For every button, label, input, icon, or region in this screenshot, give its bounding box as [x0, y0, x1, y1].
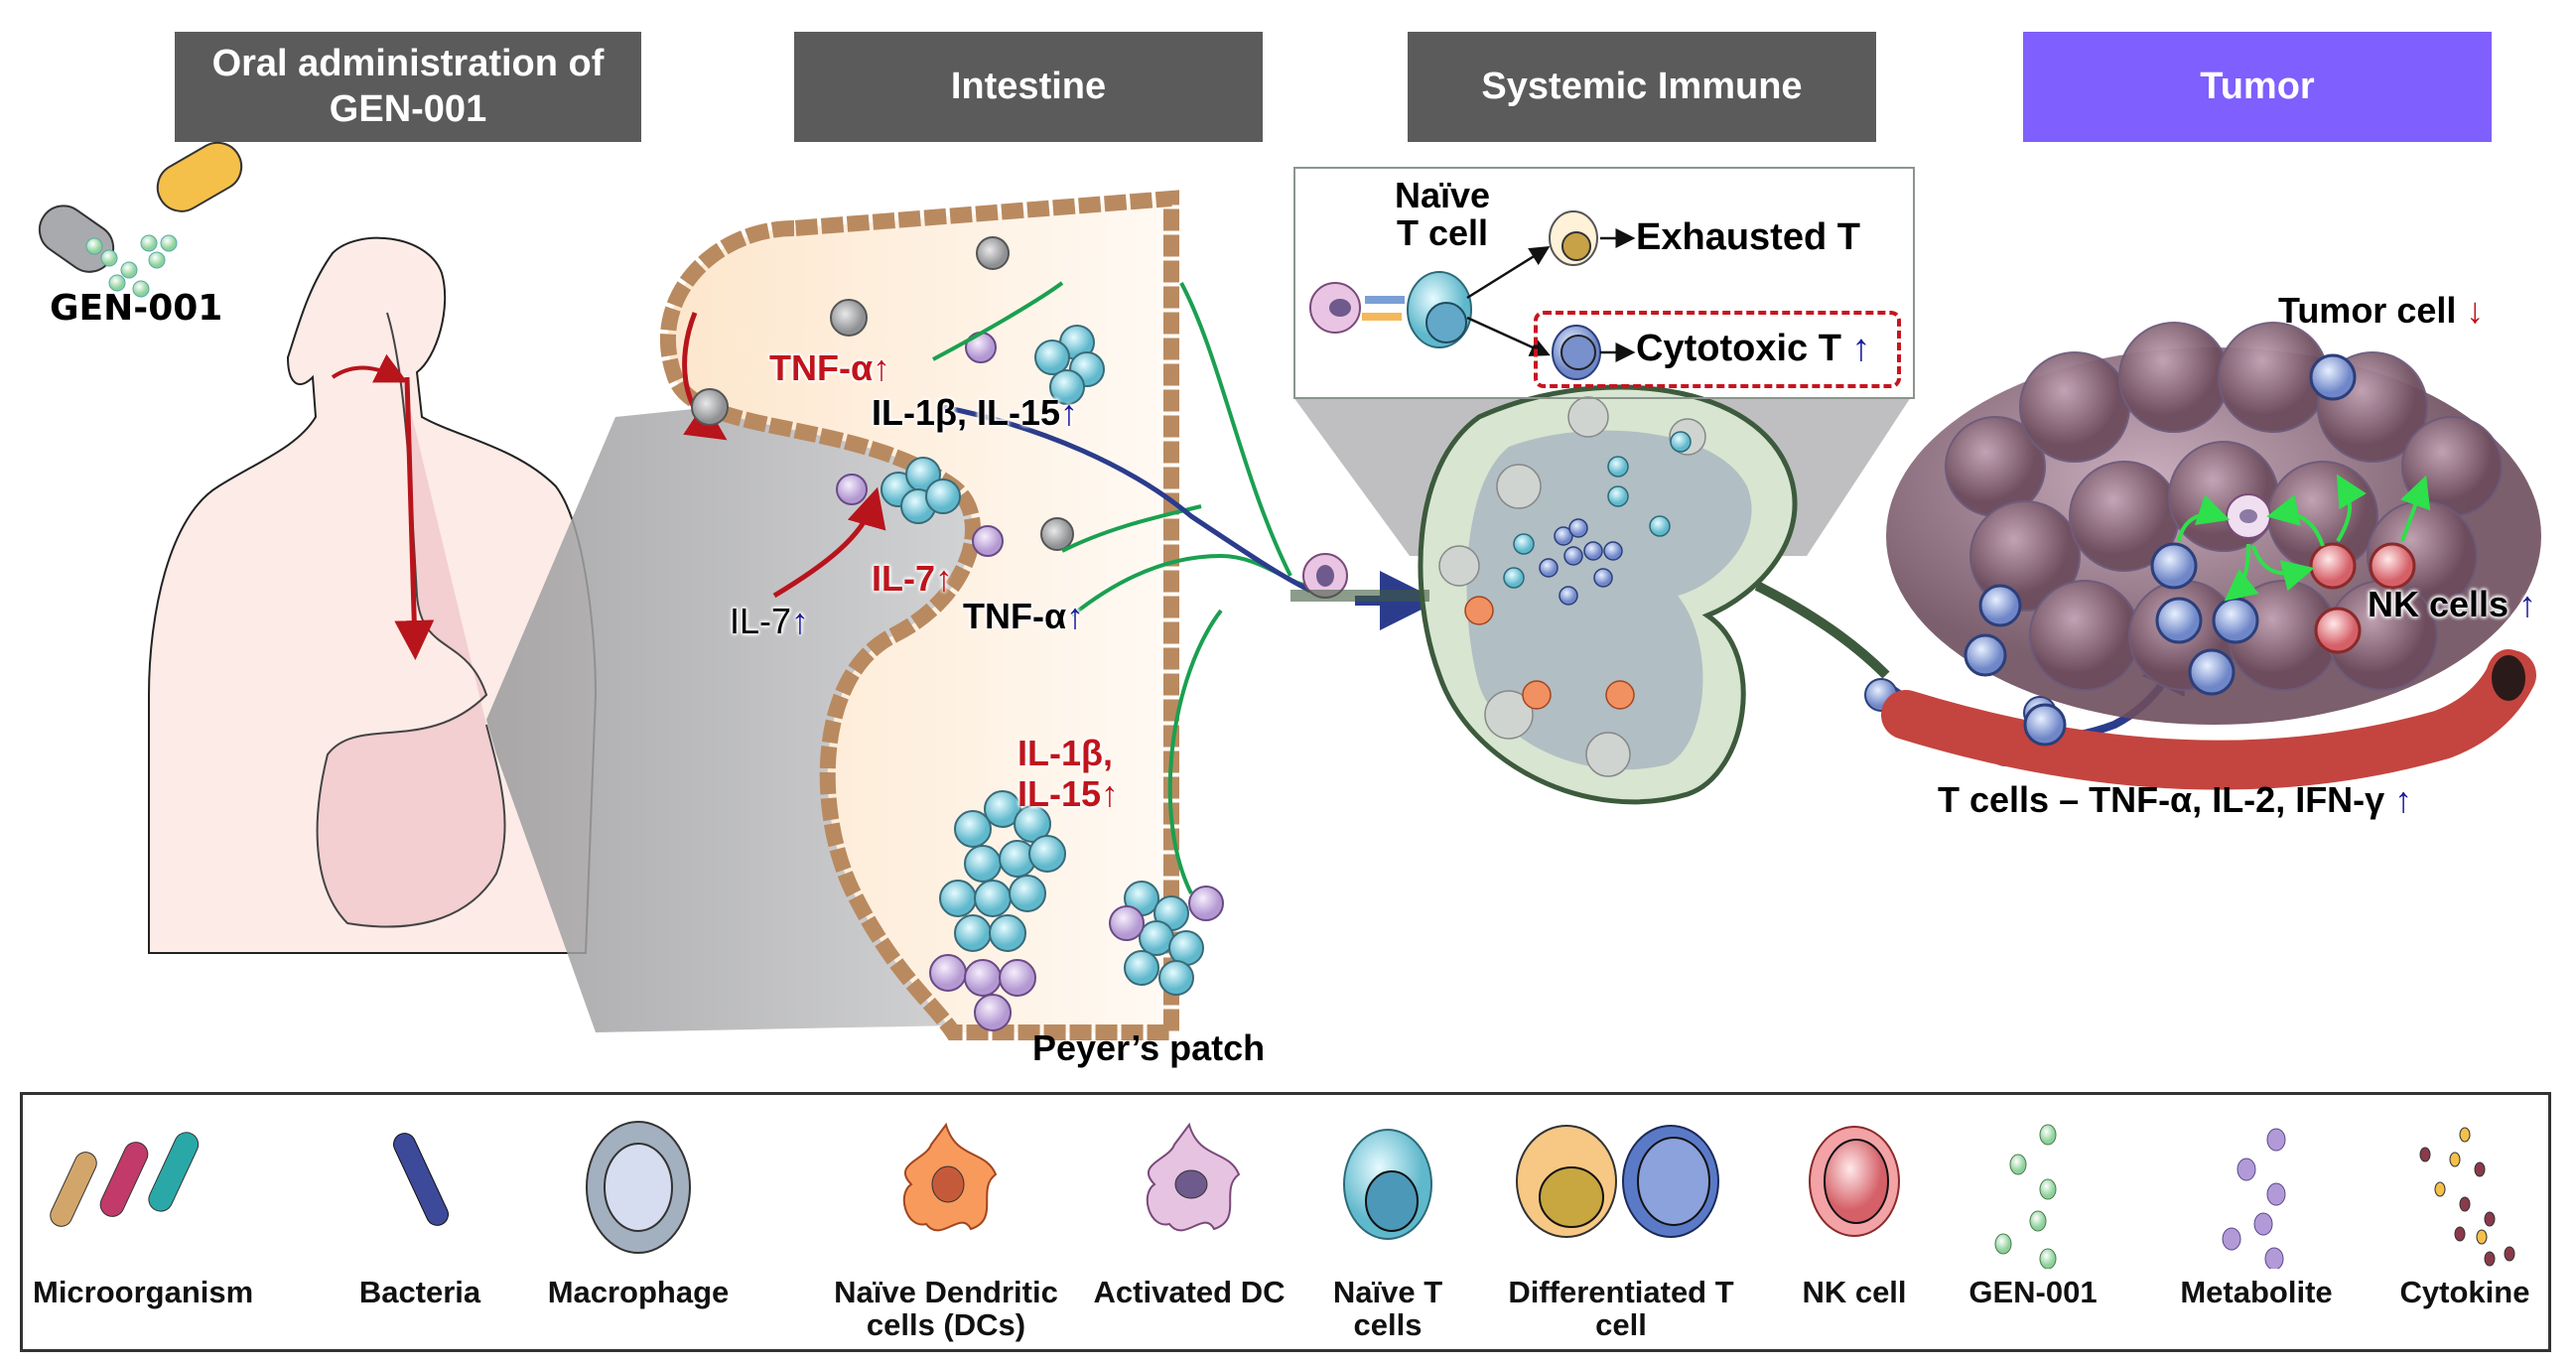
down-arrow-icon: ↓: [2466, 290, 2485, 331]
legend-item-naive-dc: Naïve Dendritic cells (DCs): [817, 1095, 1075, 1349]
tnf-alpha-systemic-label: TNF-α↑: [963, 596, 1084, 637]
pathway-illustration: [38, 141, 2541, 1040]
header-oral-administration: Oral administration of GEN-001: [175, 32, 641, 142]
up-arrow-icon: ↑: [1066, 596, 1085, 636]
gen-001-label: GEN-001: [50, 288, 223, 329]
legend-label: Macrophage: [547, 1275, 730, 1309]
legend-item-cytokine: Cytokine: [2380, 1095, 2549, 1349]
legend-label: Naïve Dendritic cells (DCs): [834, 1275, 1058, 1343]
legend-item-bacteria: Bacteria: [331, 1095, 509, 1349]
exhausted-t-label: Exhausted T: [1636, 216, 1860, 258]
legend-label: NK cell: [1802, 1275, 1907, 1309]
legend-item-metabolite: Metabolite: [2157, 1095, 2356, 1349]
il7-lumen-label: IL-7↑: [730, 601, 809, 642]
cytotoxic-text: Cytotoxic T: [1636, 328, 1841, 369]
immune-cell-cluster: [691, 236, 1224, 1031]
legend-label: Microorganism: [33, 1275, 254, 1309]
activated-dc-icon: [1146, 1122, 1241, 1232]
nk-cells-increase-label: NK cells ↑: [2368, 584, 2536, 625]
header-systemic-immune: Systemic Immune: [1408, 32, 1876, 142]
legend-label: Cytokine: [2399, 1275, 2530, 1309]
legend-panel: Microorganism Bacteria Macrophage Naïve …: [20, 1092, 2551, 1352]
lymph-node-icon: [1290, 384, 1890, 805]
legend-label: Metabolite: [2180, 1275, 2333, 1309]
legend-item-differentiated-t-cell: Differentiated T cell: [1492, 1095, 1750, 1349]
up-arrow-icon: ↑: [1101, 773, 1120, 815]
header-tumor-label: Tumor: [2200, 65, 2315, 107]
il1b-il15-label: IL-1β, IL-15↑: [872, 392, 1078, 434]
il15-red-text: IL-15: [1017, 773, 1102, 815]
human-body-icon: [148, 236, 598, 954]
tumor-cell-text: Tumor cell: [2278, 290, 2457, 331]
legend-item-gen-001: GEN-001: [1939, 1095, 2127, 1349]
tnf-alpha-text: TNF-α: [769, 347, 874, 388]
naive-t-cell-icon: [1343, 1129, 1432, 1240]
header-systemic-label: Systemic Immune: [1481, 65, 1803, 107]
up-arrow-icon: ↑: [1060, 392, 1079, 433]
legend-item-microorganism: Microorganism: [33, 1095, 254, 1349]
legend-item-macrophage: Macrophage: [519, 1095, 757, 1349]
il7-text: IL-7: [872, 558, 936, 599]
tnf-alpha-increase-label: TNF-α↑: [769, 347, 890, 389]
legend-item-nk-cell: NK cell: [1775, 1095, 1934, 1349]
macrophage-icon: [586, 1121, 691, 1254]
cytokine-icon: [2419, 1127, 2515, 1267]
nk-cell-icon: [1809, 1126, 1900, 1237]
legend-label: Bacteria: [358, 1275, 481, 1309]
microorganism-icon: [50, 1132, 200, 1227]
peyers-patch-label: Peyer’s patch: [1032, 1027, 1266, 1068]
up-arrow-icon: ↑: [873, 347, 891, 388]
tnf-alpha-black-text: TNF-α: [963, 596, 1067, 636]
capsule-icon: [38, 141, 243, 298]
nk-cells-text: NK cells: [2368, 584, 2509, 624]
legend-label: GEN-001: [1968, 1275, 2098, 1309]
activated-dc-migrating: [1302, 553, 1348, 599]
up-arrow-icon: ↑: [2394, 779, 2413, 820]
il7-increase-label: IL-7↑: [872, 558, 953, 600]
naive-t-cell-label: Naïve T cell: [1395, 177, 1490, 252]
cytotoxic-t-highlight: [1534, 311, 1901, 388]
t-cells-cytokines-text: T cells – TNF-α, IL-2, IFN-γ: [1938, 779, 2385, 820]
bacteria-icon: [393, 1133, 449, 1226]
metabolite-icon: [2222, 1128, 2286, 1269]
cytotoxic-t-label: Cytotoxic T ↑: [1636, 328, 1870, 370]
il1b-red-text: IL-1β,: [1017, 733, 1113, 773]
header-intestine-label: Intestine: [950, 65, 1107, 107]
tumor-cell-decrease-label: Tumor cell ↓: [2278, 290, 2484, 332]
naive-t-cell-differentiation: [1309, 210, 1636, 380]
il1b-il15-peyers-label: IL-1β, IL-15↑: [1017, 733, 1119, 815]
gen-001-icon: [1994, 1124, 2057, 1269]
up-arrow-icon: ↑: [791, 601, 810, 641]
differentiated-t-cell-icon: [1516, 1125, 1719, 1238]
legend-item-activated-dc: Activated DC: [1075, 1095, 1303, 1349]
il7-lumen-text: IL-7: [730, 601, 792, 641]
legend-item-naive-t-cells: Naïve T cells: [1313, 1095, 1462, 1349]
header-intestine: Intestine: [794, 32, 1263, 142]
naive-t-cell-panel: [1293, 167, 1915, 399]
t-cells-cytokines-label: T cells – TNF-α, IL-2, IFN-γ ↑: [1938, 779, 2412, 821]
naive-dc-icon: [902, 1122, 998, 1232]
naive-line2: T cell: [1397, 211, 1489, 253]
up-arrow-icon: ↑: [935, 558, 954, 599]
naive-line1: Naïve: [1395, 175, 1491, 215]
il1b-il15-text: IL-1β, IL-15: [872, 392, 1061, 433]
up-arrow-icon: ↑: [1851, 328, 1871, 369]
header-oral-label: Oral administration of GEN-001: [211, 42, 605, 130]
legend-label: Naïve T cells: [1332, 1275, 1443, 1343]
tumor-mass-icon: [1881, 322, 2541, 790]
legend-label: Activated DC: [1093, 1275, 1286, 1309]
up-arrow-icon: ↑: [2518, 584, 2537, 624]
legend-label: Differentiated T cell: [1508, 1275, 1734, 1343]
header-tumor: Tumor: [2023, 32, 2492, 142]
